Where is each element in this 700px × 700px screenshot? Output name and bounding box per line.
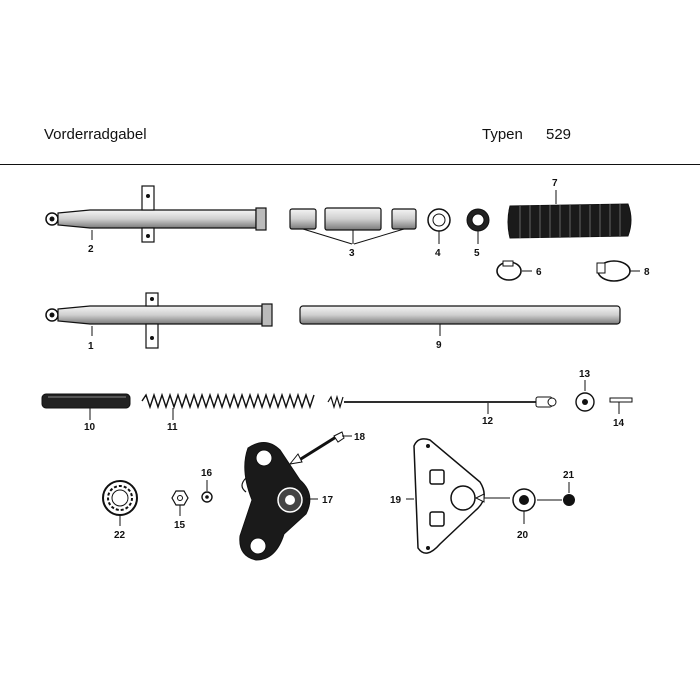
callout-5: 5 — [474, 248, 480, 259]
callout-11: 11 — [167, 422, 178, 433]
type-label: Typen — [482, 126, 523, 143]
callout-7: 7 — [552, 178, 558, 189]
part-10-damper-tube — [41, 393, 131, 420]
callout-22: 22 — [114, 530, 126, 541]
part-14-pin — [609, 397, 633, 414]
part-19-triple-clamp-upper — [406, 438, 485, 554]
callout-21: 21 — [563, 470, 575, 481]
callout-3: 3 — [349, 248, 355, 259]
part-9-stanchion-tube — [299, 305, 621, 336]
callout-labels: 1 2 3 4 5 6 7 8 9 10 11 12 13 14 15 16 1… — [84, 178, 650, 541]
part-7-rubber-boot — [507, 190, 632, 239]
part-20-steering-knob — [474, 488, 536, 524]
callout-6: 6 — [536, 267, 542, 278]
callout-13: 13 — [579, 369, 591, 380]
callout-16: 16 — [201, 468, 213, 479]
part-21-cap — [537, 482, 575, 506]
part-12-damper-rod — [327, 394, 557, 414]
callout-arrow — [288, 453, 303, 465]
part-18-pinch-bolt — [295, 431, 352, 464]
callout-1: 1 — [88, 341, 94, 352]
part-2-fork-slider-upper — [45, 185, 267, 243]
part-11-spring — [141, 392, 317, 420]
callout-19: 19 — [390, 495, 402, 506]
header-rule — [0, 164, 700, 165]
callout-18: 18 — [354, 432, 366, 443]
callout-14: 14 — [613, 418, 625, 429]
callout-12: 12 — [482, 416, 494, 427]
callout-4: 4 — [435, 248, 441, 259]
part-1-fork-slider-lower — [45, 292, 273, 349]
callout-20: 20 — [517, 530, 529, 541]
callout-15: 15 — [174, 520, 186, 531]
callout-8: 8 — [644, 267, 650, 278]
callout-2: 2 — [88, 244, 94, 255]
part-16-washer — [201, 480, 213, 503]
part-8-hose-clamp — [596, 260, 640, 282]
part-17-triple-clamp-lower — [239, 442, 318, 561]
part-6-hose-clamp — [496, 260, 532, 281]
page-header: Vorderradgabel Typen 529 — [0, 0, 700, 170]
part-13-washer — [575, 380, 595, 412]
part-15-nut — [171, 490, 189, 516]
callout-10: 10 — [84, 422, 96, 433]
part-3-bushings — [289, 207, 417, 245]
page-title: Vorderradgabel — [44, 126, 147, 143]
part-5-seal — [466, 208, 490, 244]
part-4-ring — [427, 208, 451, 244]
part-22-bearing-race — [102, 480, 138, 526]
callout-17: 17 — [322, 495, 334, 506]
callout-9: 9 — [436, 340, 442, 351]
type-number: 529 — [546, 126, 572, 143]
